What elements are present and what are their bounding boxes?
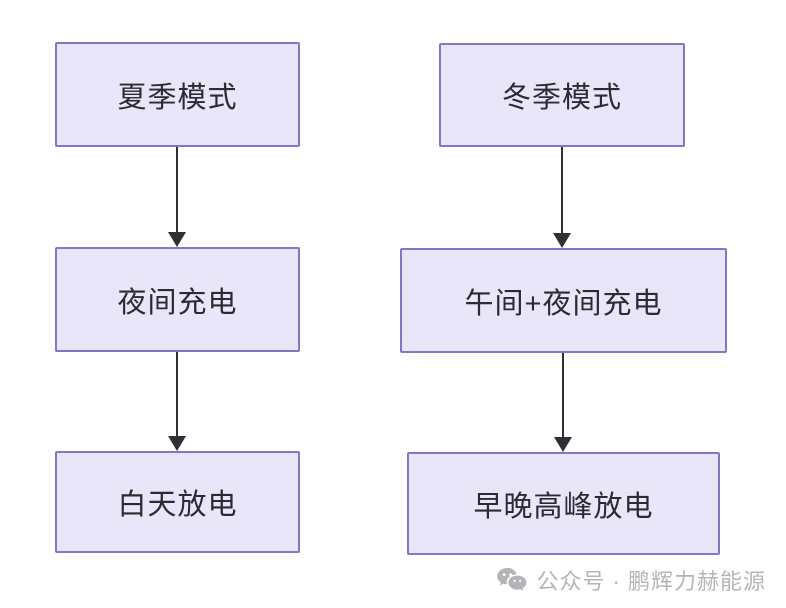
flow-node-summer-mode: 夏季模式 [55,42,300,147]
wechat-icon [496,567,528,594]
watermark-label: 公众号 · 鹏辉力赫能源 [536,569,766,594]
flow-node-peak-discharge: 早晚高峰放电 [407,452,720,555]
arrow-summer-to-nightcharge [176,147,178,233]
flow-node-daytime-discharge: 白天放电 [55,451,300,553]
flow-node-noon-plus-night-charging: 午间+夜间充电 [400,248,727,353]
arrowhead-icon [554,437,572,452]
flow-node-winter-mode: 冬季模式 [439,43,685,147]
arrow-nightcharge-to-daydischarge [176,352,178,437]
watermark: 公众号 · 鹏辉力赫能源 [496,564,766,596]
flow-node-night-charging: 夜间充电 [55,247,300,352]
arrowhead-icon [168,232,186,247]
arrowhead-icon [553,233,571,248]
arrow-winter-to-nooncharge [561,147,563,234]
arrowhead-icon [168,436,186,451]
arrow-nooncharge-to-peakdischarge [562,353,564,438]
